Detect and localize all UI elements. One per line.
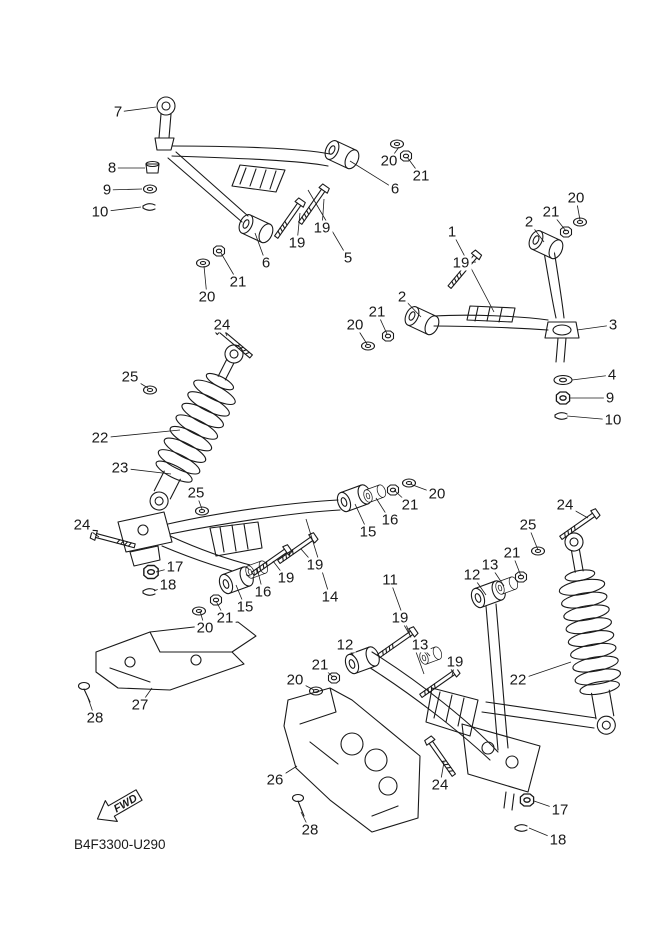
- leader-line-25: [195, 492, 203, 510]
- leader-line-26: [274, 765, 298, 781]
- shock-absorber-right: [558, 532, 622, 735]
- leader-line-21: [319, 664, 334, 678]
- leader-line-21: [215, 600, 226, 619]
- leader-line-19: [399, 617, 412, 638]
- leader-line-12: [344, 644, 358, 661]
- leader-line-24: [439, 761, 445, 786]
- leader-line-13: [419, 644, 431, 657]
- leader-line-4: [571, 374, 613, 381]
- leader-line-10: [566, 415, 614, 421]
- leader-line-24: [81, 524, 100, 538]
- leader-line-20: [409, 483, 438, 495]
- leader-line-24: [221, 324, 228, 337]
- leader-line-7: [117, 106, 157, 113]
- leader-line-11: [389, 579, 425, 675]
- leader-line-14: [305, 518, 331, 598]
- leader-line-25: [527, 524, 539, 551]
- lower-arm-left-assembly: [89, 478, 417, 616]
- leader-line-23: [119, 467, 172, 475]
- leader-line-1: [451, 231, 495, 313]
- leader-line-12: [471, 574, 487, 596]
- leader-line-15: [354, 503, 369, 533]
- leader-line-16: [375, 497, 391, 521]
- leader-line-20: [203, 265, 208, 298]
- leader-line-28: [300, 811, 311, 831]
- leader-line-19: [321, 198, 325, 229]
- leader-line-17: [533, 800, 561, 811]
- leader-line-19: [460, 261, 477, 264]
- leader-line-19: [272, 560, 287, 579]
- leader-line-21: [393, 489, 411, 506]
- leader-line-10: [99, 206, 142, 213]
- leader-line-5: [307, 189, 349, 259]
- leader-line-20: [575, 197, 581, 221]
- leader-line-16: [256, 567, 264, 593]
- shock-absorber-left: [149, 344, 244, 511]
- leader-line-2: [528, 221, 545, 243]
- leader-line-21: [406, 156, 422, 177]
- ball-joint-7: [156, 96, 176, 116]
- part-code: B4F3300-U290: [74, 837, 166, 852]
- nut-8: [145, 163, 160, 174]
- leader-line-19: [296, 212, 301, 244]
- leader-line-15: [235, 584, 246, 608]
- leader-line-20: [354, 324, 368, 345]
- leader-line-18: [153, 584, 169, 592]
- leader-line-17: [155, 566, 176, 573]
- skid-plate: [283, 687, 459, 833]
- leader-line-21: [511, 552, 522, 577]
- leader-line-24: [564, 504, 589, 519]
- leader-line-22: [517, 661, 572, 681]
- leader-line-9: [106, 188, 143, 191]
- ball-joint-3: [544, 321, 580, 339]
- leader-line-21: [550, 211, 567, 232]
- leader-line-13: [489, 564, 505, 587]
- leader-line-20: [388, 146, 400, 162]
- leader-line-27: [139, 687, 153, 706]
- leader-line-28: [87, 697, 96, 719]
- leader-line-21: [220, 252, 239, 283]
- leader-line-6: [349, 160, 396, 190]
- leader-line-2: [401, 296, 422, 318]
- leader-line-18: [528, 827, 559, 841]
- leader-line-6: [254, 232, 267, 264]
- leader-line-20: [294, 679, 315, 691]
- leader-line-19: [451, 661, 456, 677]
- leader-line-22: [99, 429, 181, 439]
- leader-line-25: [129, 376, 149, 389]
- lower-arm-right-assembly: [308, 546, 597, 832]
- upper-arm-left-assembly: [142, 96, 413, 268]
- leader-line-19: [300, 548, 316, 566]
- leader-line-20: [199, 610, 206, 629]
- upper-arm-right-assembly: [360, 217, 588, 420]
- leader-line-3: [576, 324, 614, 331]
- leader-line-21: [376, 311, 388, 335]
